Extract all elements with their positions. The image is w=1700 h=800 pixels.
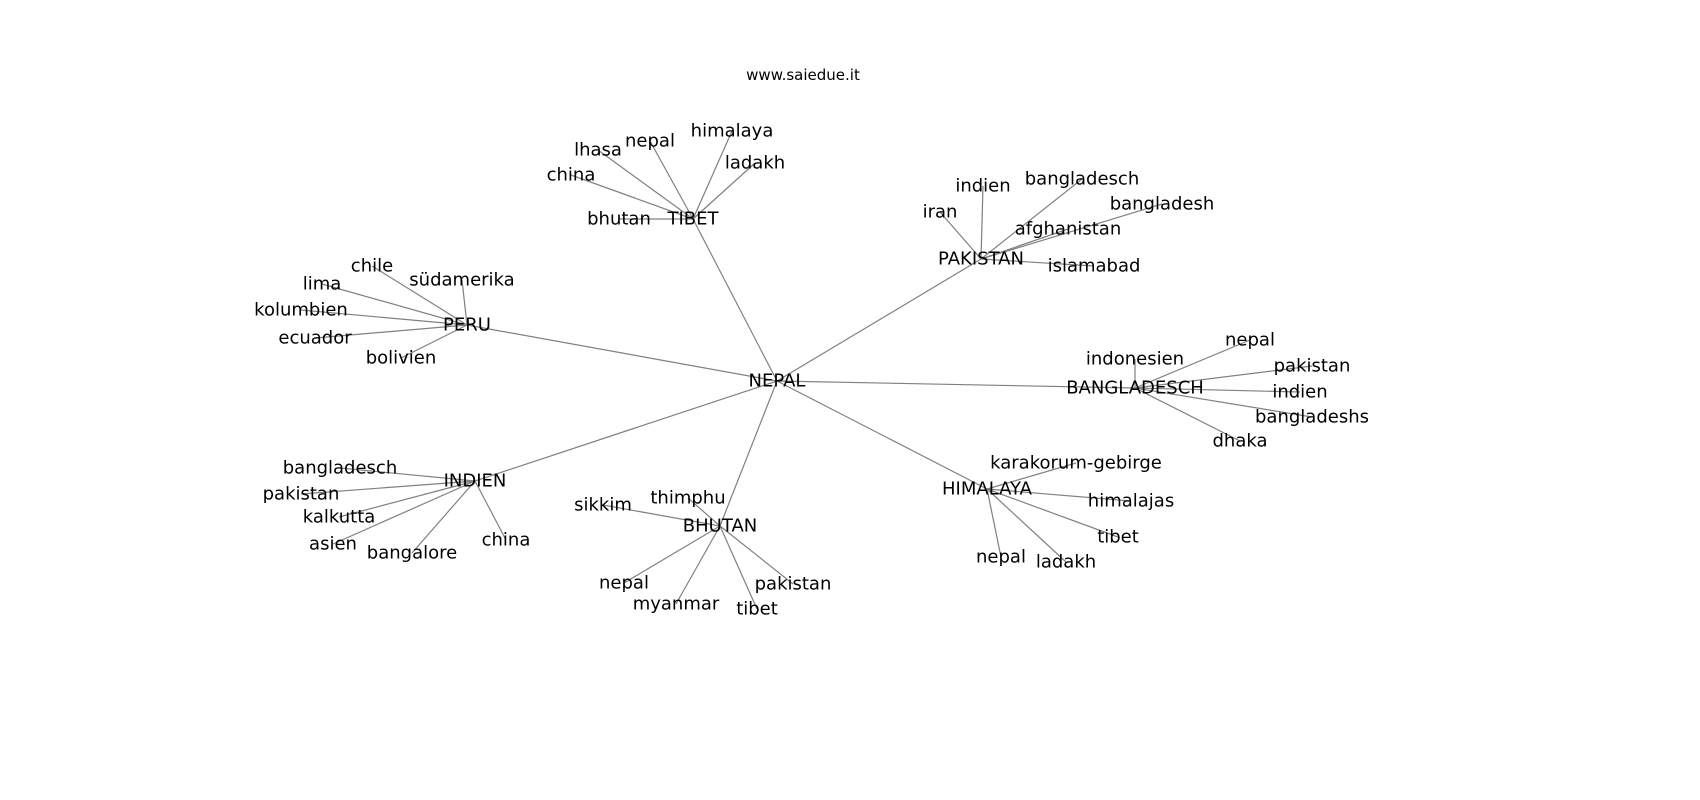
- edge-indien-pakistan: [300, 480, 476, 495]
- node-group-pakistan: PAKISTAN: [938, 249, 1024, 270]
- node-leaf: chile: [351, 256, 393, 277]
- node-hub: NEPAL: [749, 371, 806, 392]
- edge-hub-bhutan: [719, 380, 778, 527]
- node-leaf: pakistan: [263, 484, 340, 505]
- node-leaf: bangladesh: [1110, 194, 1215, 215]
- node-leaf: china: [547, 165, 596, 186]
- node-leaf: indien: [1272, 382, 1327, 403]
- node-leaf: china: [482, 530, 531, 551]
- edge-bangladesch-pakistan: [1134, 365, 1313, 389]
- edge-tibet-lhasa: [597, 149, 694, 220]
- node-leaf: himalaya: [691, 121, 774, 142]
- edge-pakistan-bangladesch: [980, 178, 1083, 260]
- node-leaf: bangladesch: [283, 458, 398, 479]
- edge-bangladesch-dhaka: [1134, 387, 1241, 442]
- edge-himalaya-ladakh: [986, 488, 1067, 563]
- edge-hub-himalaya: [776, 380, 988, 490]
- edge-hub-bangladesch: [776, 380, 1136, 389]
- node-group-indien: INDIEN: [444, 471, 507, 492]
- node-leaf: ladakh: [1036, 552, 1096, 573]
- edge-tibet-nepal: [649, 140, 694, 220]
- node-leaf: pakistan: [755, 574, 832, 595]
- node-leaf: lima: [303, 274, 342, 295]
- node-leaf: tibet: [1097, 527, 1139, 548]
- node-leaf: afghanistan: [1015, 219, 1122, 240]
- edge-peru-kolumbien: [300, 309, 468, 326]
- edge-peru-ecuador: [314, 324, 468, 339]
- edge-bangladesch-bangladeshs: [1134, 387, 1313, 418]
- edge-hub-pakistan: [776, 258, 982, 382]
- node-leaf: himalajas: [1088, 491, 1174, 512]
- node-leaf: ladakh: [725, 153, 785, 174]
- edge-himalaya-himalajas: [986, 488, 1132, 502]
- node-leaf: pakistan: [1274, 356, 1351, 377]
- node-leaf: iran: [923, 202, 958, 223]
- node-group-himalaya: HIMALAYA: [942, 479, 1033, 500]
- edge-pakistan-bangladesh: [980, 203, 1163, 260]
- edge-hub-tibet: [692, 218, 778, 382]
- edge-tibet-himalaya: [692, 130, 733, 220]
- node-leaf: bangalore: [367, 543, 457, 564]
- edge-peru-südamerika: [461, 279, 468, 326]
- node-leaf: nepal: [625, 131, 675, 152]
- node-group-bangladesch: BANGLADESCH: [1066, 378, 1204, 399]
- node-leaf: indonesien: [1086, 349, 1184, 370]
- edge-bhutan-pakistan: [719, 525, 794, 585]
- node-leaf: karakorum-gebirge: [990, 453, 1162, 474]
- edge-pakistan-islamabad: [980, 258, 1095, 267]
- edge-peru-bolivien: [400, 324, 468, 359]
- node-leaf: islamabad: [1048, 256, 1141, 277]
- edge-hub-peru: [466, 324, 778, 382]
- node-group-tibet: TIBET: [666, 209, 719, 230]
- edge-pakistan-iran: [939, 211, 982, 260]
- node-leaf: kalkutta: [303, 507, 376, 528]
- node-leaf: bhutan: [587, 209, 651, 230]
- edge-indien-china: [474, 480, 507, 541]
- node-leaf: nepal: [599, 573, 649, 594]
- node-group-peru: PERU: [443, 315, 491, 336]
- edge-pakistan-indien: [980, 185, 984, 260]
- edge-hub-indien: [474, 380, 778, 482]
- node-leaf: ecuador: [278, 328, 352, 349]
- edge-bhutan-thimphu: [687, 497, 721, 527]
- edge-peru-lima: [321, 283, 468, 326]
- edge-bhutan-myanmar: [675, 525, 721, 605]
- node-leaf: lhasa: [574, 140, 622, 161]
- node-leaf: nepal: [1225, 330, 1275, 351]
- edge-himalaya-nepal: [986, 488, 1002, 558]
- node-leaf: thimphu: [650, 488, 725, 509]
- node-leaf: bangladesch: [1025, 169, 1140, 190]
- node-leaf: bangladeshs: [1255, 407, 1369, 428]
- node-leaf: asien: [309, 534, 357, 555]
- edge-himalaya-tibet: [986, 488, 1119, 538]
- edge-indien-bangalore: [411, 480, 476, 554]
- edge-bangladesch-nepal: [1134, 339, 1251, 389]
- node-leaf: tibet: [736, 599, 778, 620]
- edge-tibet-china: [570, 174, 694, 220]
- edge-indien-kalkutta: [338, 480, 476, 518]
- node-leaf: südamerika: [409, 270, 514, 291]
- node-leaf: nepal: [976, 547, 1026, 568]
- node-leaf: dhaka: [1212, 431, 1267, 452]
- edge-peru-chile: [371, 265, 468, 326]
- node-leaf: sikkim: [574, 495, 632, 516]
- edge-bhutan-sikkim: [602, 504, 721, 527]
- edge-tibet-ladakh: [692, 162, 756, 220]
- node-leaf: bolivien: [366, 348, 437, 369]
- watermark-title: www.saiedue.it: [746, 66, 860, 84]
- edge-bhutan-nepal: [623, 525, 721, 584]
- edge-himalaya-karakorum-gebirge: [986, 462, 1077, 490]
- edge-indien-bangladesch: [339, 467, 476, 482]
- node-group-bhutan: BHUTAN: [683, 516, 757, 537]
- edge-bangladesch-indien: [1134, 387, 1301, 393]
- edge-indien-asien: [332, 480, 476, 545]
- node-leaf: myanmar: [633, 594, 720, 615]
- node-leaf: kolumbien: [254, 300, 348, 321]
- edges: [300, 130, 1313, 610]
- node-leaf: indien: [955, 176, 1010, 197]
- edge-bhutan-tibet: [719, 525, 758, 610]
